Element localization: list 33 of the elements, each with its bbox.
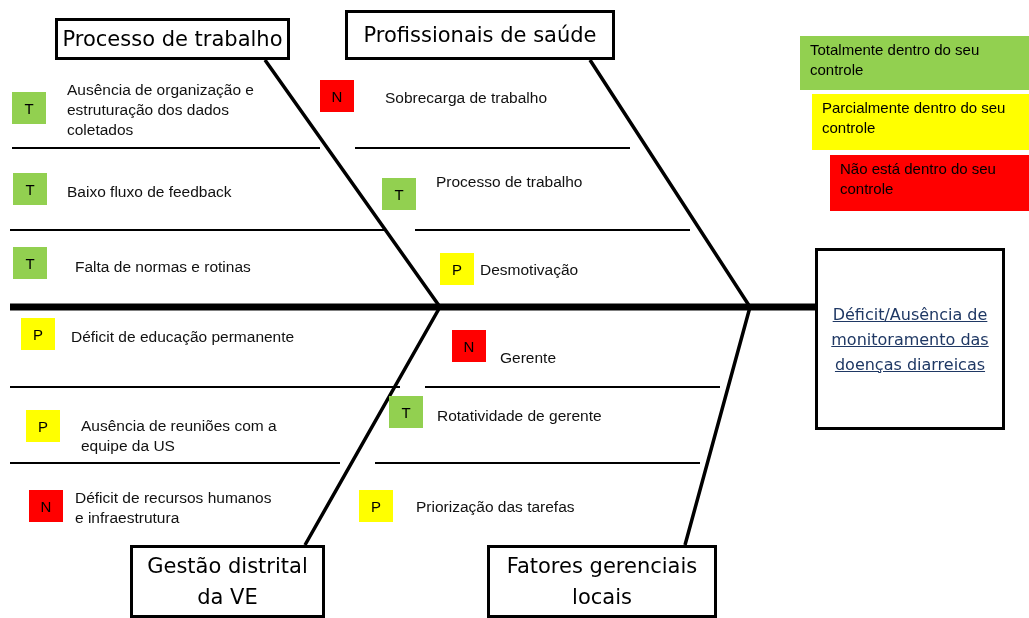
status-tag: P <box>440 253 474 285</box>
category-box: Fatores gerenciais locais <box>487 545 717 618</box>
status-tag: P <box>21 318 55 350</box>
cause-text: Gerente <box>500 348 557 368</box>
status-tag: N <box>320 80 354 112</box>
cause-text: Processo de trabalho <box>436 172 584 192</box>
effect-box: Déficit/Ausência de monitoramento das doenças diarreicas <box>815 248 1005 430</box>
cause-text: Déficit de recursos humanos e infraestrutura <box>75 488 273 528</box>
status-tag: P <box>26 410 60 442</box>
bone-line <box>683 305 815 546</box>
cause-text: Rotatividade de gerente <box>437 406 603 426</box>
legend-text: Parcialmente dentro do seu controle <box>822 99 1006 136</box>
status-tag: N <box>29 490 63 522</box>
cause-text: Baixo fluxo de feedback <box>67 182 233 202</box>
category-box: Processo de trabalho <box>55 18 290 60</box>
status-tag: P <box>359 490 393 522</box>
cause-text: Ausência de organização e estruturação dos dados coletados <box>67 80 255 140</box>
cause-text: Ausência de reuniões com a equipe da US <box>81 416 278 456</box>
status-tag: T <box>389 396 423 428</box>
cause-text: Desmotivação <box>480 260 580 280</box>
status-tag: T <box>12 92 46 124</box>
category-box: Profissionais de saúde <box>345 10 615 60</box>
status-tag: T <box>13 247 47 279</box>
status-tag: N <box>452 330 486 362</box>
cause-text: Priorização das tarefas <box>416 497 576 517</box>
category-box: Gestão distrital da VE <box>130 545 325 618</box>
status-tag: T <box>13 173 47 205</box>
cause-text: Déficit de educação permanente <box>71 327 296 347</box>
cause-text: Falta de normas e rotinas <box>75 257 252 277</box>
legend-text: Não está dentro do seu controle <box>840 160 996 197</box>
cause-text: Sobrecarga de trabalho <box>385 88 548 108</box>
status-tag: T <box>382 178 416 210</box>
legend-text: Totalmente dentro do seu controle <box>810 41 980 78</box>
